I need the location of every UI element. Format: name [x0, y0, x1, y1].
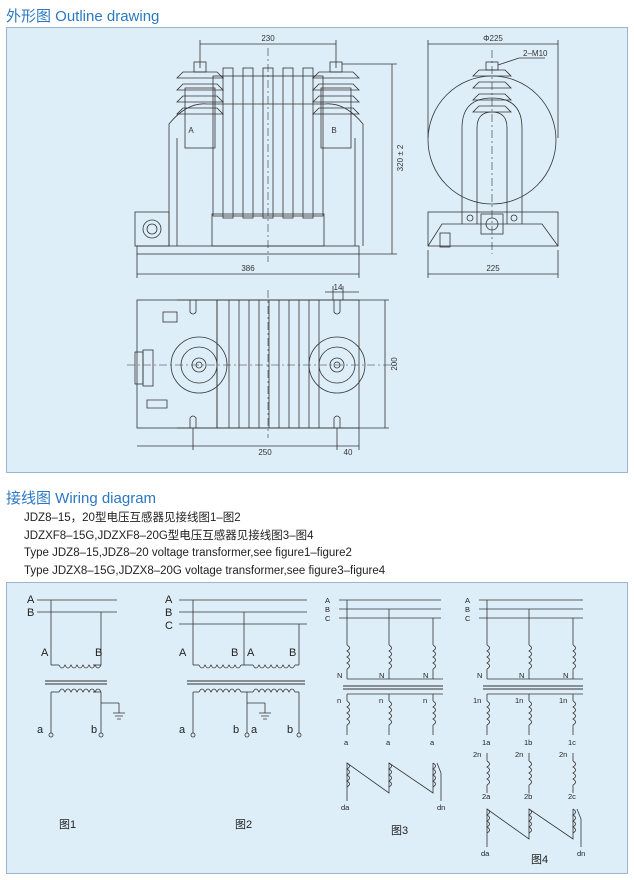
fig4-dn: dn	[577, 849, 585, 858]
dim-250: 250	[258, 448, 272, 457]
fig4-2n: 2n	[559, 750, 567, 759]
top-view-ribs	[228, 300, 310, 428]
dim-320: 320 ± 2	[396, 144, 405, 171]
fig3-sec-n: n	[337, 696, 341, 705]
figure-3	[339, 599, 443, 801]
fig4-1a: 1a	[482, 738, 491, 747]
description-line: JDZ8–15，20型电压互感器见接线图1–图2	[24, 512, 241, 524]
fig2-primary-2: B	[231, 647, 238, 659]
wiring-panel: A B A B a b 图1 A B C A B A B a b a b 图2 …	[6, 582, 628, 874]
fig1-caption: 图1	[59, 818, 76, 831]
outline-drawing: 230 320 ± 2 386 Φ225 2–M10 225 14 200 25…	[127, 34, 559, 457]
fig4-2n: 2n	[515, 750, 523, 759]
front-rib	[242, 67, 254, 219]
fig1-line-a: A	[27, 594, 35, 606]
fig4-n-label: N	[519, 671, 524, 680]
fig4-n-label: N	[563, 671, 568, 680]
fig3-caption: 图3	[391, 824, 408, 837]
fig4-2a: 2a	[482, 792, 491, 801]
fig1-line-b: B	[27, 607, 34, 619]
dim-225: 225	[486, 264, 500, 273]
fig2-line-a: A	[165, 594, 173, 606]
fig2-primary-1: A	[179, 647, 187, 659]
fig2-secondary-2: b	[233, 724, 239, 736]
fig4-1n: 1n	[559, 696, 567, 705]
figure-2	[179, 599, 307, 738]
fig3-da: da	[341, 803, 350, 812]
fig4-1b: 1b	[524, 738, 532, 747]
terminal-a-label: A	[188, 126, 194, 135]
fig2-secondary-3: a	[251, 724, 258, 736]
front-left-bracket	[134, 211, 170, 247]
top-view-outline	[136, 299, 360, 429]
fig3-sec-n: n	[379, 696, 383, 705]
fig4-line-a: A	[465, 596, 470, 605]
side-ground-stud	[439, 232, 451, 248]
description-line: JDZXF8–15G,JDZXF8–20G型电压互感器见接线图3–图4	[24, 529, 314, 542]
dim-bolt: 2–M10	[523, 49, 548, 58]
fig2-secondary-4: b	[287, 724, 293, 736]
wiring-title: 接线图 Wiring diagram	[6, 490, 157, 507]
fig4-2c: 2c	[568, 792, 576, 801]
fig4-2n: 2n	[473, 750, 481, 759]
fig3-line-b: B	[325, 605, 330, 614]
description-line: Type JDZX8–15G,JDZX8–20G voltage transfo…	[24, 564, 386, 577]
fig4-1n: 1n	[473, 696, 481, 705]
wiring-diagrams: A B A B a b 图1 A B C A B A B a b a b 图2 …	[27, 594, 585, 866]
fig4-da: da	[481, 849, 490, 858]
front-body	[168, 103, 364, 246]
fig2-caption: 图2	[235, 818, 252, 831]
outline-drawing-panel: 230 320 ± 2 386 Φ225 2–M10 225 14 200 25…	[6, 27, 628, 473]
description-line: Type JDZ8–15,JDZ8–20 voltage transformer…	[24, 547, 352, 559]
dim-40: 40	[344, 448, 353, 457]
fig3-line-a: A	[325, 596, 330, 605]
fig3-sec-a: a	[344, 738, 349, 747]
fig3-dn: dn	[437, 803, 445, 812]
fig3-n-label: N	[423, 671, 428, 680]
top-view-nameplate	[162, 311, 178, 323]
fig4-1n: 1n	[515, 696, 523, 705]
fig4-line-c: C	[465, 614, 471, 623]
fig2-secondary-1: a	[179, 724, 186, 736]
fig4-caption: 图4	[531, 853, 548, 866]
wiring-description: JDZ8–15，20型电压互感器见接线图1–图2 JDZXF8–15G,JDZX…	[24, 510, 385, 580]
fig4-2b: 2b	[524, 792, 532, 801]
side-base	[427, 211, 559, 247]
fig4-1c: 1c	[568, 738, 576, 747]
fig2-primary-4: B	[289, 647, 296, 659]
fig4-n-label: N	[477, 671, 482, 680]
fig2-primary-3: A	[247, 647, 255, 659]
front-rib	[302, 67, 314, 219]
terminal-b-label: B	[331, 126, 336, 135]
figure-1	[37, 599, 126, 738]
fig1-primary-b: B	[95, 647, 102, 659]
top-view-left-shoulder	[177, 299, 218, 429]
fig3-line-c: C	[325, 614, 331, 623]
figure-4	[479, 599, 583, 847]
front-left-insulator	[176, 61, 224, 149]
front-rib	[222, 67, 234, 219]
dim-230: 230	[261, 34, 275, 43]
fig3-n-label: N	[379, 671, 384, 680]
fig3-sec-a: a	[430, 738, 435, 747]
fig3-sec-a: a	[386, 738, 391, 747]
front-rib	[282, 67, 294, 219]
fig4-line-b: B	[465, 605, 470, 614]
fig3-n-label: N	[337, 671, 342, 680]
front-base-plate	[136, 245, 360, 255]
outline-title: 外形图 Outline drawing	[6, 8, 160, 25]
dim-14: 14	[334, 283, 343, 292]
dim-200: 200	[390, 357, 399, 371]
fig1-primary-a: A	[41, 647, 49, 659]
fig2-line-b: B	[165, 607, 172, 619]
fig1-secondary-a: a	[37, 724, 44, 736]
fig3-sec-n: n	[423, 696, 427, 705]
fig2-line-c: C	[165, 620, 173, 632]
dim-386: 386	[241, 264, 255, 273]
fig1-secondary-b: b	[91, 724, 97, 736]
front-left-bolt	[142, 219, 162, 239]
dim-phi225: Φ225	[483, 34, 503, 43]
